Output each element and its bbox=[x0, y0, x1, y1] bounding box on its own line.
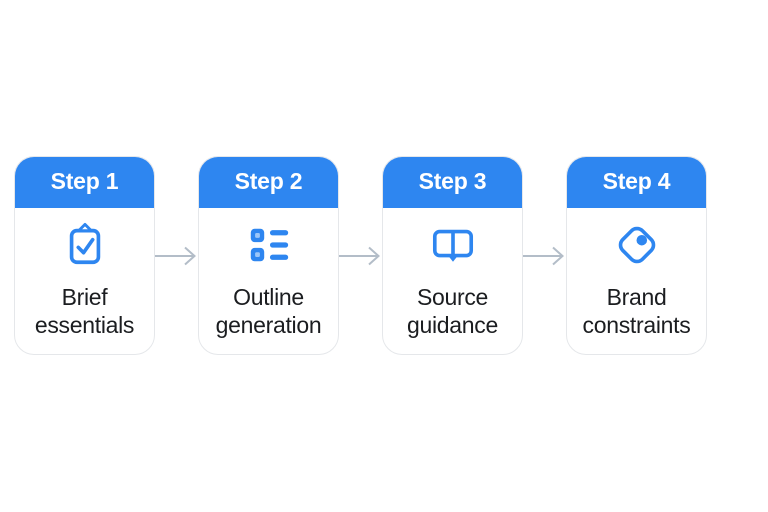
step-2-header-label: Step 2 bbox=[234, 168, 303, 194]
step-4-header-label: Step 4 bbox=[602, 168, 671, 194]
step-2-body: Outline generation bbox=[199, 208, 338, 355]
flow-connector-1 bbox=[155, 156, 198, 355]
step-3-header: Step 3 bbox=[383, 157, 522, 208]
flow-connector-2 bbox=[339, 156, 382, 355]
step-4-header: Step 4 bbox=[567, 157, 706, 208]
step-flow: Step 1 Brief essentials bbox=[14, 156, 707, 355]
step-card-2: Step 2 Outline generation bbox=[198, 156, 339, 355]
step-card-4: Step 4 Brand constraints bbox=[566, 156, 707, 355]
book-open-icon bbox=[430, 222, 476, 268]
step-4-body: Brand constraints bbox=[567, 208, 706, 355]
arrow-right-icon bbox=[339, 246, 380, 265]
step-3-label: Source guidance bbox=[407, 283, 498, 338]
step-card-3: Step 3 Source guidance bbox=[382, 156, 523, 355]
arrow-right-icon bbox=[155, 246, 196, 265]
step-2-label: Outline generation bbox=[215, 283, 322, 338]
step-card-1: Step 1 Brief essentials bbox=[14, 156, 155, 355]
checklist-icon bbox=[246, 222, 292, 268]
step-1-header-label: Step 1 bbox=[50, 168, 119, 194]
step-2-header: Step 2 bbox=[199, 157, 338, 208]
step-1-body: Brief essentials bbox=[15, 208, 154, 355]
clipboard-check-icon bbox=[62, 222, 108, 268]
step-1-header: Step 1 bbox=[15, 157, 154, 208]
flow-connector-3 bbox=[523, 156, 566, 355]
step-3-header-label: Step 3 bbox=[418, 168, 487, 194]
step-4-label: Brand constraints bbox=[582, 283, 691, 338]
step-3-body: Source guidance bbox=[383, 208, 522, 355]
step-1-label: Brief essentials bbox=[34, 283, 135, 338]
arrow-right-icon bbox=[523, 246, 564, 265]
tag-icon bbox=[614, 222, 660, 268]
